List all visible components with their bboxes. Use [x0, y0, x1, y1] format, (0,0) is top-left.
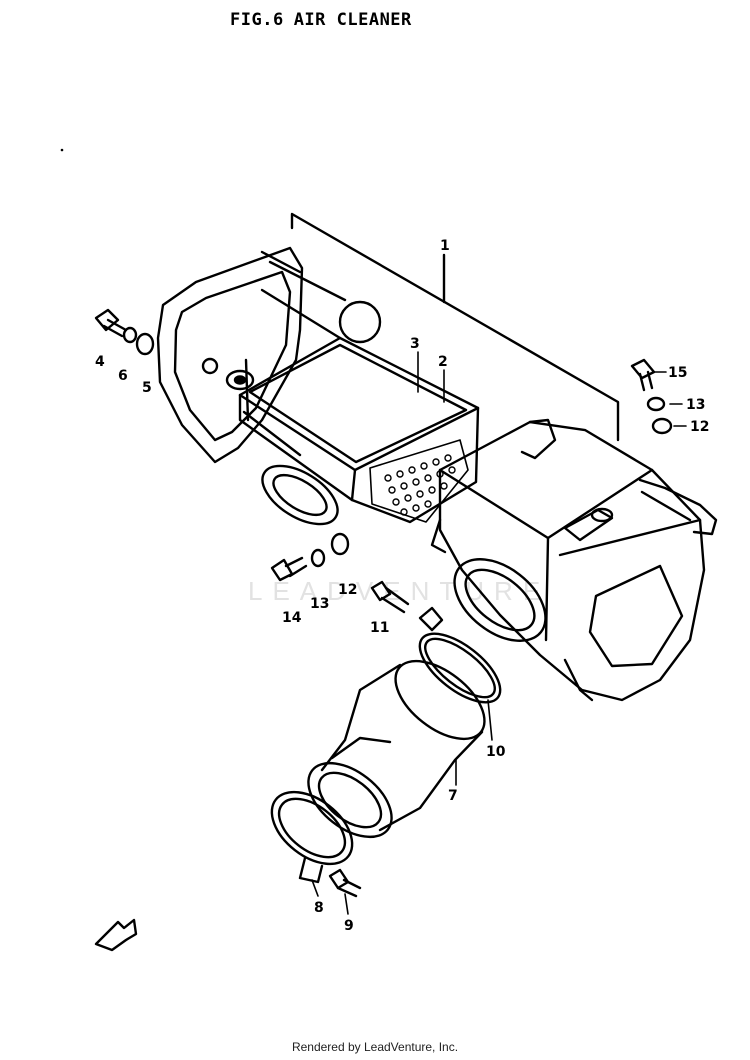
callout-12-middle: 12: [338, 582, 357, 598]
callout-1: 1: [440, 238, 450, 254]
watermark-text: LEADVENTURE: [248, 576, 550, 606]
clamp-10: [418, 606, 502, 704]
washer-13-middle: [310, 548, 326, 568]
clamp-8: [270, 790, 354, 884]
washer-5: [135, 332, 155, 356]
washer-13-right: [646, 396, 666, 412]
callout-6: 6: [118, 368, 128, 384]
callout-7: 7: [448, 788, 458, 804]
washer-6: [122, 326, 138, 344]
callout-13-middle: 13: [310, 596, 329, 612]
callout-2: 2: [438, 354, 448, 370]
callout-11: 11: [370, 620, 389, 636]
stray-dot: [60, 148, 64, 152]
air-cleaner-cover: [156, 246, 382, 464]
callout-4: 4: [95, 354, 105, 370]
callout-10: 10: [486, 744, 506, 760]
callout-15: 15: [668, 365, 687, 381]
screw-14: [270, 556, 308, 582]
callout-8: 8: [314, 900, 324, 916]
washer-12-middle: [330, 532, 350, 556]
washer-12-right: [651, 417, 673, 435]
filter-element: [238, 336, 480, 526]
figure-title: FIG.6 AIR CLEANER: [230, 10, 412, 30]
callout-3: 3: [410, 336, 420, 352]
bolt-15: [630, 358, 656, 392]
screw-9: [328, 868, 362, 898]
callout-13-right: 13: [686, 397, 705, 413]
assembly-bracket: [290, 212, 620, 442]
figure-name: AIR CLEANER: [293, 10, 412, 30]
figure-number: FIG.6: [230, 10, 284, 30]
callout-12-right: 12: [690, 419, 709, 435]
callout-14: 14: [282, 610, 302, 626]
front-arrow-icon: [94, 918, 138, 952]
callout-5: 5: [142, 380, 152, 396]
bolt-11: [370, 580, 410, 614]
air-cleaner-housing: [430, 418, 718, 702]
footer-credit: Rendered by LeadVenture, Inc.: [291, 1040, 459, 1054]
intake-pipe-7: [307, 659, 486, 839]
callout-9: 9: [344, 918, 354, 934]
bolt-4: [94, 308, 128, 338]
leader-lines: [311, 351, 687, 915]
